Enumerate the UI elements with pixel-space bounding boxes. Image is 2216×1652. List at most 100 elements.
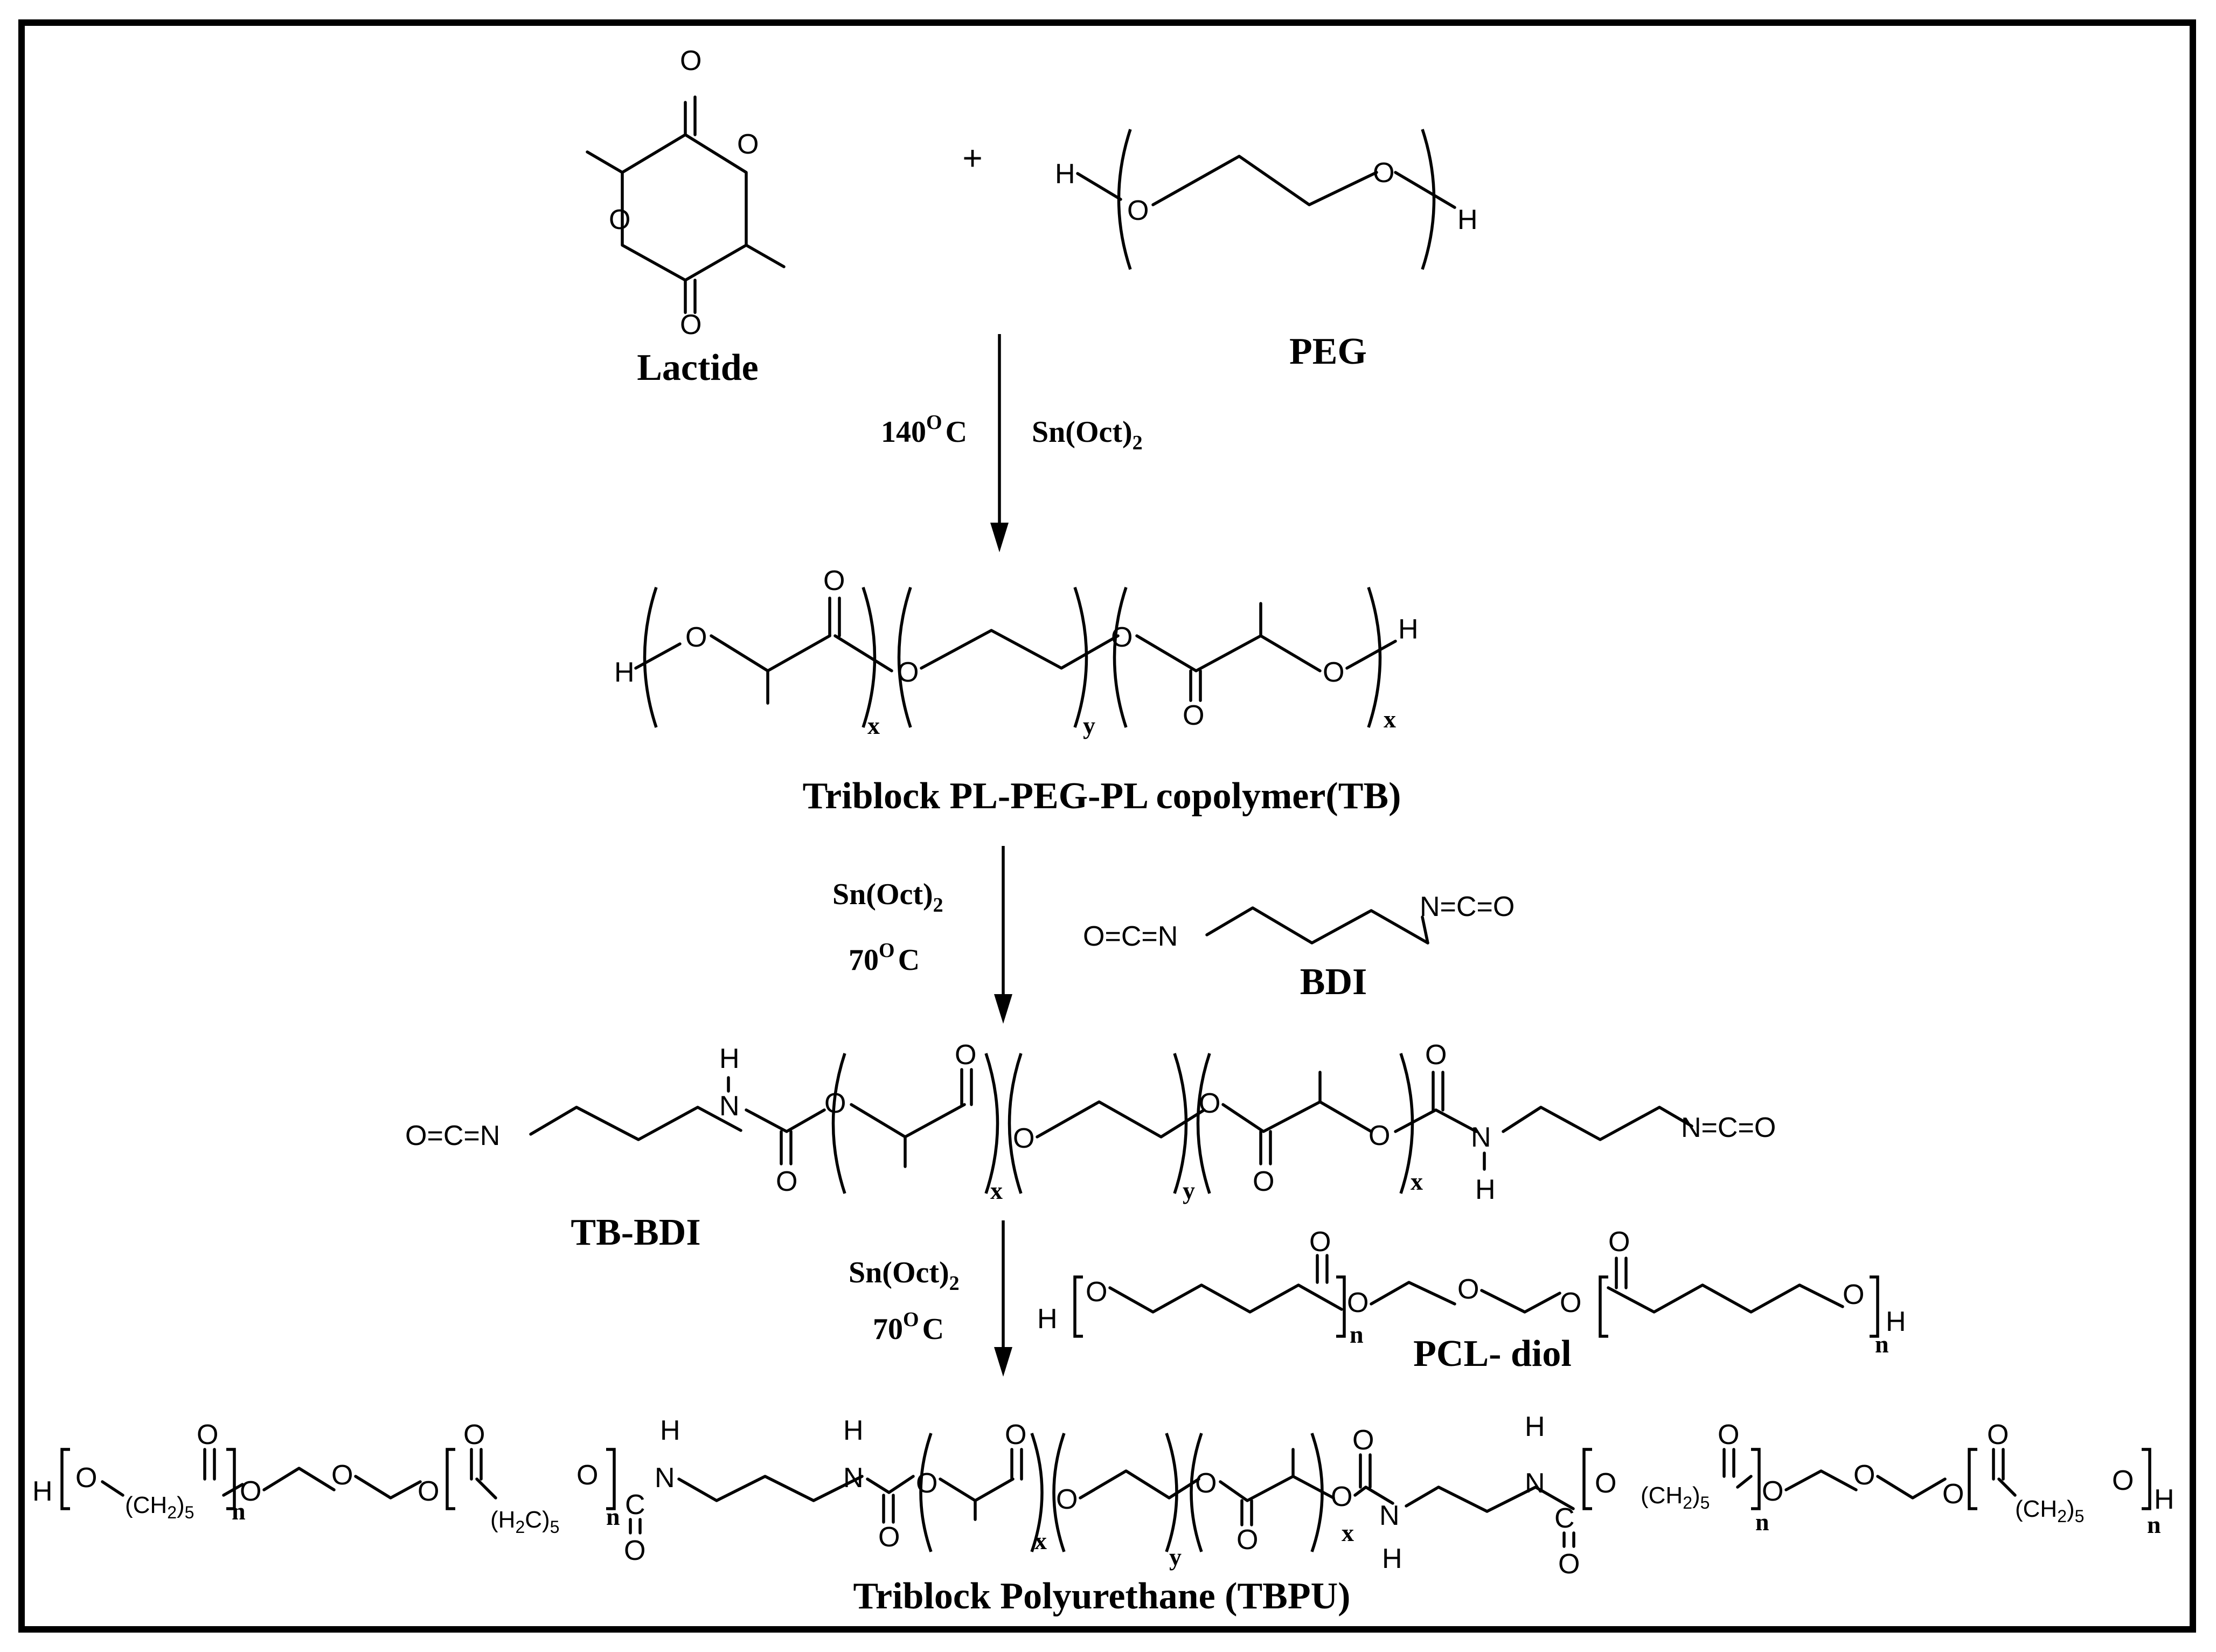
tbpu-n-3: N — [1379, 1500, 1400, 1531]
tb-label: Triblock PL-PEG-PL copolymer(TB) — [803, 775, 1401, 817]
tb-subscript-x-2: x — [1384, 705, 1396, 733]
tbpu-o-5: O — [576, 1460, 598, 1491]
outer-frame — [18, 19, 2196, 1633]
tbbdi-o-carbonyl-left: O — [776, 1166, 797, 1197]
bdi-isocyanate-right: N=C=O — [1420, 891, 1515, 922]
tbbdi-h-right: H — [1475, 1174, 1496, 1205]
tb-o-2: O — [897, 657, 919, 688]
tbpu-o-6: O — [916, 1468, 937, 1499]
bdi-structure: O=C=N N=C=O — [1083, 891, 1515, 952]
plus-sign: + — [962, 138, 982, 177]
tbpu-o-carbonyl-9: O — [1718, 1419, 1739, 1450]
tbpu-h-n2: H — [843, 1415, 864, 1446]
tbpu-o-carbonyl-2: O — [463, 1419, 485, 1450]
bdi-isocyanate-left: O=C=N — [1083, 921, 1178, 952]
tbpu-o-carbonyl-7: O — [1352, 1425, 1374, 1456]
tbpu-ch2-3: (CH2)5 — [2015, 1496, 2084, 1526]
tbpu-h-n4: H — [1525, 1411, 1545, 1442]
tbbdi-o-carbonyl-2: O — [1253, 1166, 1274, 1197]
tb-h-left: H — [614, 657, 635, 688]
lactide-o-top: O — [680, 45, 701, 77]
tbbdi-o-3: O — [1199, 1088, 1220, 1119]
lactide-structure: O O O O — [586, 45, 786, 341]
tbpu-o-carbonyl-5: O — [1005, 1419, 1026, 1450]
tbpu-o-10: O — [1595, 1468, 1616, 1499]
tb-o-4: O — [1323, 657, 1344, 688]
lactide-o-ring-left: O — [609, 204, 630, 235]
pcl-diol-label: PCL- diol — [1413, 1333, 1572, 1375]
tbbdi-n-left: N — [719, 1091, 740, 1122]
reaction-arrow-2 — [994, 846, 1012, 1024]
tbpu-o-9: O — [1331, 1481, 1352, 1512]
tbpu-o-7: O — [1056, 1484, 1078, 1515]
tbpu-o-11: O — [1762, 1476, 1783, 1507]
tbbdi-o-carbonyl-1: O — [955, 1039, 976, 1071]
tbbdi-n-right: N — [1471, 1122, 1491, 1153]
tbbdi-isocyanate-left: O=C=N — [405, 1120, 500, 1151]
tbpu-o-carbonyl-8: O — [1558, 1549, 1580, 1580]
tbpu-o-12: O — [1853, 1460, 1875, 1491]
tbpu-structure: H O (CH2)5 O n O O O O (H2C)5 O n C O N … — [32, 1411, 2175, 1580]
tbpu-subscript-n-2: n — [606, 1503, 620, 1530]
tbpu-n-2: N — [843, 1462, 864, 1494]
tb-o-carbonyl-2: O — [1183, 700, 1204, 731]
tbbdi-subscript-y: y — [1183, 1177, 1195, 1204]
tbbdi-o-2: O — [1013, 1123, 1034, 1154]
tbpu-ch2-1: (CH2)5 — [125, 1492, 194, 1522]
peg-label: PEG — [1289, 331, 1367, 372]
tbpu-subscript-n-3: n — [1755, 1508, 1769, 1536]
tbpu-o-carbonyl-3: O — [624, 1535, 645, 1566]
pcl-o-4: O — [1560, 1287, 1581, 1318]
step3-catalyst: Sn(Oct)2 — [849, 1256, 960, 1295]
pcl-subscript-n-1: n — [1350, 1321, 1364, 1348]
peg-h-left: H — [1055, 158, 1075, 190]
tbpu-h-left: H — [32, 1476, 53, 1507]
reaction-arrow-3 — [994, 1220, 1012, 1377]
tbbdi-isocyanate-right: N=C=O — [1681, 1112, 1776, 1143]
tbpu-o-carbonyl-10: O — [1987, 1419, 2009, 1450]
tbpu-h-right: H — [2154, 1484, 2175, 1515]
tbpu-h2c-1: (H2C)5 — [490, 1507, 559, 1537]
bdi-label: BDI — [1300, 961, 1367, 1003]
pcl-diol-structure: H O O n O O O O O n H — [1037, 1226, 1906, 1358]
lactide-o-bottom: O — [680, 309, 701, 341]
tb-bdi-structure: O=C=N N H O O O x O y O O O x O — [405, 1039, 1776, 1205]
tbpu-subscript-x-1: x — [1034, 1527, 1047, 1554]
tb-o-carbonyl-1: O — [823, 565, 845, 596]
tb-h-right: H — [1398, 614, 1419, 645]
tbpu-n-1: N — [655, 1462, 675, 1494]
tbpu-c-2: C — [1554, 1503, 1575, 1534]
tbbdi-o-1: O — [824, 1088, 846, 1119]
tbbdi-subscript-x-2: x — [1411, 1168, 1423, 1195]
tbbdi-h-left: H — [719, 1043, 740, 1074]
pcl-o-5: O — [1843, 1279, 1864, 1310]
tb-subscript-x-1: x — [867, 712, 880, 739]
tbpu-ch2-2: (CH2)5 — [1641, 1482, 1710, 1512]
tbpu-subscript-n-4: n — [2147, 1511, 2161, 1538]
peg-o-right: O — [1373, 157, 1394, 189]
tb-o-3: O — [1111, 622, 1133, 653]
tbpu-o-carbonyl-6: O — [1236, 1524, 1258, 1556]
tb-copolymer-structure: H O O x O y O O O x H — [614, 565, 1419, 739]
lactide-label: Lactide — [637, 347, 759, 388]
tb-o-1: O — [685, 622, 707, 653]
peg-o-left: O — [1127, 195, 1149, 226]
tbpu-h-n1: H — [660, 1415, 680, 1446]
step1-catalyst: Sn(Oct)2 — [1032, 415, 1143, 454]
tbpu-label: Triblock Polyurethane (TBPU) — [853, 1575, 1351, 1617]
tbpu-o-4: O — [418, 1476, 439, 1507]
pcl-o-carbonyl-2: O — [1608, 1226, 1630, 1258]
tbpu-o-1: O — [75, 1462, 97, 1494]
tbpu-subscript-x-2: x — [1342, 1519, 1354, 1546]
tbpu-n-4: N — [1525, 1468, 1545, 1499]
pcl-o-1: O — [1086, 1276, 1107, 1308]
tbpu-o-carbonyl-4: O — [878, 1522, 900, 1553]
pcl-subscript-n-2: n — [1875, 1330, 1889, 1358]
tb-bdi-label: TB-BDI — [571, 1212, 700, 1253]
pcl-o-carbonyl-1: O — [1309, 1226, 1331, 1258]
lactide-o-ring-right: O — [737, 129, 759, 160]
reaction-arrow-1 — [990, 334, 1009, 552]
